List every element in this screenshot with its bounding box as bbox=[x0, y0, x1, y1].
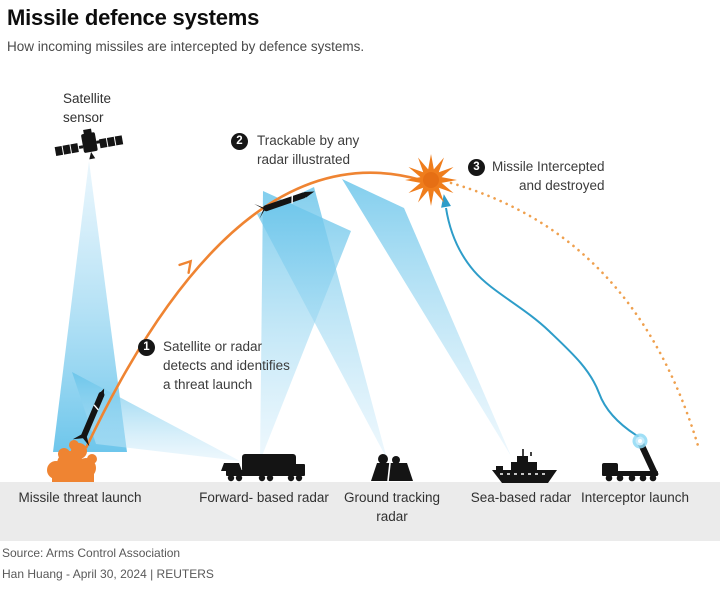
missile-threat-launch-label: Missile threat launch bbox=[18, 490, 142, 505]
step-3-badge: 3 bbox=[468, 159, 485, 176]
interceptor-arrowhead-icon bbox=[441, 194, 451, 208]
source-credit: Source: Arms Control Association bbox=[2, 546, 181, 560]
forward-based-radar-label: Forward- based radar bbox=[199, 490, 329, 505]
interceptor-launcher-truck-icon bbox=[602, 433, 659, 482]
sea-based-radar-label: Sea-based radar bbox=[470, 490, 572, 505]
step-2-badge: 2 bbox=[231, 133, 248, 150]
ground-tracking-radar-label: Ground tracking radar bbox=[343, 490, 441, 524]
sea-based-radar-ship-icon bbox=[492, 449, 557, 483]
missile-icon bbox=[72, 388, 105, 447]
explosion-icon bbox=[405, 154, 457, 206]
ground-radar-beam bbox=[257, 187, 387, 459]
step-1-text: Satellite or radar detects and identifie… bbox=[163, 339, 290, 392]
author-credit: Han Huang - April 30, 2024 | REUTERS bbox=[2, 567, 214, 581]
step-2-text: Trackable by any radar illustrated bbox=[257, 133, 360, 167]
launch-smoke-icon bbox=[47, 440, 97, 482]
page-title: Missile defence systems bbox=[7, 5, 260, 30]
interceptor-flash-icon bbox=[632, 433, 648, 449]
forward-based-radar-icon bbox=[221, 454, 305, 482]
projected-trajectory-dotted bbox=[449, 181, 701, 451]
satellite-beam bbox=[53, 161, 127, 452]
interceptor-path bbox=[441, 194, 640, 438]
ground-band bbox=[0, 482, 720, 541]
sea-radar-beam bbox=[342, 179, 511, 456]
trajectory-arrow-icon bbox=[178, 259, 193, 274]
interceptor-launch-label: Interceptor launch bbox=[580, 490, 690, 505]
missile-trajectory-arc bbox=[84, 171, 422, 449]
step-3-text: Missile Intercepted and destroyed bbox=[492, 159, 605, 193]
page-subtitle: How incoming missiles are intercepted by… bbox=[7, 39, 365, 54]
satellite-icon bbox=[54, 128, 124, 160]
ground-tracking-radar-icon bbox=[371, 454, 413, 482]
satellite-sensor-label: Satellite sensor bbox=[63, 91, 112, 125]
step-1-badge: 1 bbox=[138, 339, 155, 356]
